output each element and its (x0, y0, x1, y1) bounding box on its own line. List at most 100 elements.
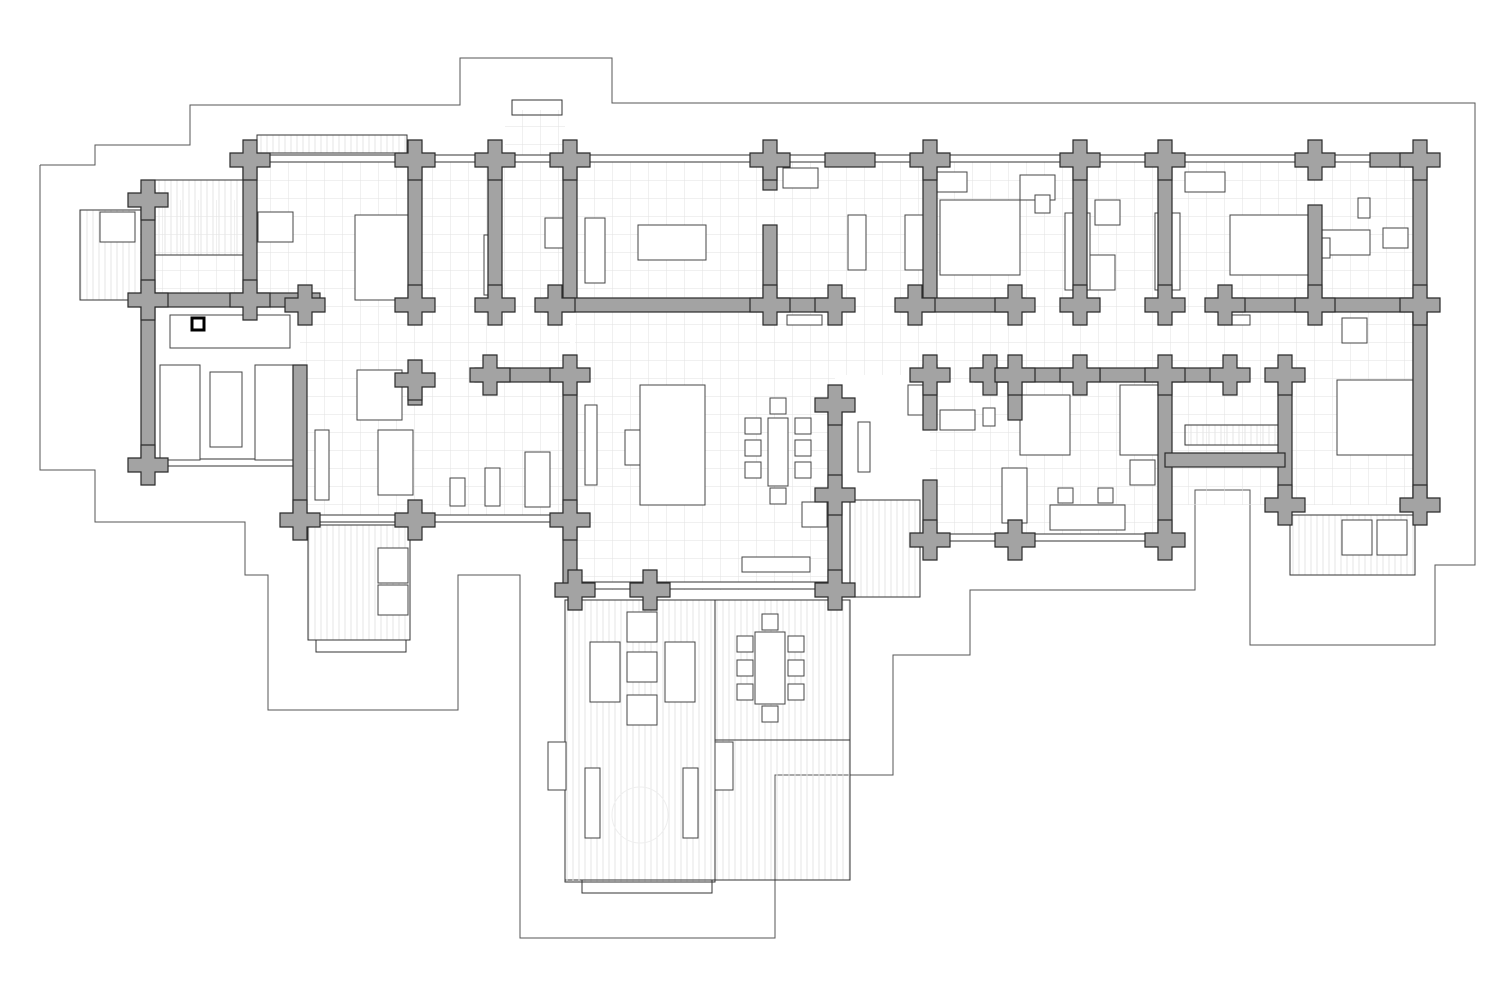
log-corner-cross (909, 519, 951, 561)
log-corner-cross (814, 384, 856, 426)
armchair (377, 584, 409, 616)
log-corner-cross (749, 284, 791, 326)
log-corner-cross (474, 139, 516, 181)
dining-chair (744, 417, 762, 435)
log-corner-cross (1399, 484, 1441, 526)
log-corner-cross (994, 519, 1036, 561)
log-wall-vertical (1157, 159, 1173, 306)
log-corner-cross (474, 284, 516, 326)
log-wall-vertical (487, 159, 503, 306)
log-wall-vertical (140, 189, 156, 466)
outdoor-dining-chair (787, 659, 805, 677)
desk (1049, 504, 1126, 531)
vanity (1382, 227, 1409, 249)
chair (936, 171, 968, 193)
sofa (664, 641, 696, 703)
log-wall-vertical (562, 374, 578, 591)
log-corner-cross (549, 499, 591, 541)
sofa (377, 429, 414, 496)
firepit (611, 786, 669, 844)
log-corner-cross (127, 444, 169, 486)
log-corner-cross (554, 569, 596, 611)
log-corner-cross (1399, 139, 1441, 181)
log-wall-vertical (1412, 304, 1428, 506)
dining-chair (769, 487, 787, 505)
deck-area (849, 499, 921, 598)
entry-step (511, 99, 563, 116)
sofa (589, 641, 621, 703)
bathroom (354, 214, 411, 301)
log-corner-cross (229, 279, 271, 321)
log-corner-cross (394, 139, 436, 181)
log-wall-vertical (407, 159, 423, 306)
cabinet (847, 214, 867, 271)
outdoor-dining-chair (736, 635, 754, 653)
fireplace-hearth (169, 314, 291, 349)
chair (1341, 317, 1368, 344)
log-corner-cross (894, 284, 936, 326)
log-walls (127, 139, 1441, 611)
exterior-wall-with-windows (929, 533, 1166, 542)
kitchen-island (637, 224, 707, 261)
cabinet (314, 429, 330, 501)
chair (1034, 194, 1051, 214)
toilet (1357, 197, 1371, 219)
log-corner-cross (909, 354, 951, 396)
log-corner-cross (534, 284, 576, 326)
rug (209, 371, 243, 448)
log-corner-cross (1144, 519, 1186, 561)
dining-chair (794, 439, 812, 457)
fitness-machine (524, 451, 551, 508)
outdoor-dining-chair (761, 705, 779, 723)
log-corner-cross (1059, 284, 1101, 326)
desk (1184, 171, 1226, 193)
wardrobe (1001, 467, 1028, 524)
log-corner-cross (994, 284, 1036, 326)
log-wall-vertical (292, 364, 308, 521)
armchair (1341, 519, 1373, 556)
dining-chair (794, 417, 812, 435)
dining-chair (744, 461, 762, 479)
dining-chair (744, 439, 762, 457)
stair-left (154, 179, 246, 256)
outdoor-dining-table (754, 631, 786, 705)
chair (626, 694, 658, 726)
log-corner-cross (909, 139, 951, 181)
console (741, 556, 811, 573)
log-corner-cross (814, 284, 856, 326)
chimney (190, 316, 206, 332)
deck-step (315, 639, 407, 653)
sofa (159, 364, 201, 461)
bathtub (1094, 199, 1121, 226)
sofa (254, 364, 296, 461)
furniture (99, 167, 1418, 844)
exterior-wall-with-windows (574, 581, 836, 590)
log-corner-cross (394, 284, 436, 326)
outdoor-dining-chair (736, 659, 754, 677)
planter (714, 741, 734, 791)
bed (939, 199, 1021, 276)
armchair (377, 547, 409, 584)
log-corner-cross (1264, 354, 1306, 396)
bed (1336, 379, 1418, 456)
chair (1129, 459, 1156, 486)
log-corner-cross (1204, 284, 1246, 326)
cabinet (904, 214, 924, 271)
log-corner-cross (127, 279, 169, 321)
log-corner-cross (1144, 354, 1186, 396)
log-corner-cross (1209, 354, 1251, 396)
door-panel (786, 314, 823, 326)
log-corner-cross (814, 474, 856, 516)
log-corner-cross (279, 499, 321, 541)
log-wall-vertical (922, 159, 938, 306)
chair (801, 501, 828, 528)
log-corner-cross (394, 499, 436, 541)
log-wall-horizontal (1164, 452, 1286, 468)
stair-top (256, 134, 408, 154)
log-corner-cross (1059, 354, 1101, 396)
vanity (1089, 254, 1116, 291)
deck-step (581, 879, 713, 894)
log-corner-cross (394, 359, 436, 401)
armchair (1376, 519, 1408, 556)
